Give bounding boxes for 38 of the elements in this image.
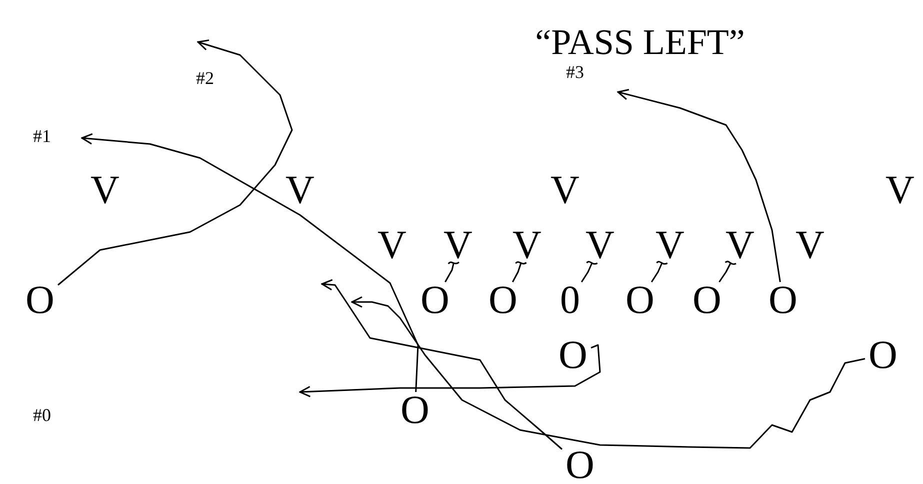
offense-player-symbol: O (690, 283, 724, 317)
block-line (580, 260, 598, 282)
block-line (650, 260, 668, 282)
offense-player-symbol: O (866, 338, 900, 372)
route-arrow (321, 279, 562, 450)
route-arrow (299, 344, 601, 398)
route-number: #2 (196, 68, 214, 88)
block-line (718, 260, 737, 282)
route-arrow (81, 133, 419, 392)
offense-player-symbol: O (766, 283, 800, 317)
block-line (512, 261, 528, 282)
defender-symbol: V (548, 173, 582, 207)
route-number: #3 (566, 62, 584, 82)
offense-player-symbol: O (556, 338, 590, 372)
defender-symbol: V (283, 173, 317, 207)
defender-symbol: V (653, 228, 687, 262)
play-title: “PASS LEFT” (535, 22, 745, 62)
defender-symbol: V (441, 228, 475, 262)
defender-symbol: V (793, 228, 827, 262)
offense-player-symbol: O (563, 448, 597, 482)
block-line (444, 261, 460, 282)
route-arrow (351, 296, 866, 449)
route-arrow (617, 88, 781, 282)
offense-player-symbol: O (418, 283, 452, 317)
offense-player-symbol: O (398, 393, 432, 427)
route-number: #0 (33, 405, 51, 425)
offense-player-symbol: O (623, 283, 657, 317)
offense-player-symbol: O (23, 283, 57, 317)
defender-symbol: V (723, 228, 757, 262)
route-arrow (58, 39, 293, 286)
defender-symbol: V (883, 173, 917, 207)
defender-symbol: V (510, 228, 544, 262)
offense-player-symbol: O (486, 283, 520, 317)
defender-symbol: V (88, 173, 122, 207)
defender-symbol: V (583, 228, 617, 262)
route-number: #1 (33, 126, 51, 146)
defender-symbol: V (375, 228, 409, 262)
offense-player-symbol: 0 (553, 283, 587, 317)
